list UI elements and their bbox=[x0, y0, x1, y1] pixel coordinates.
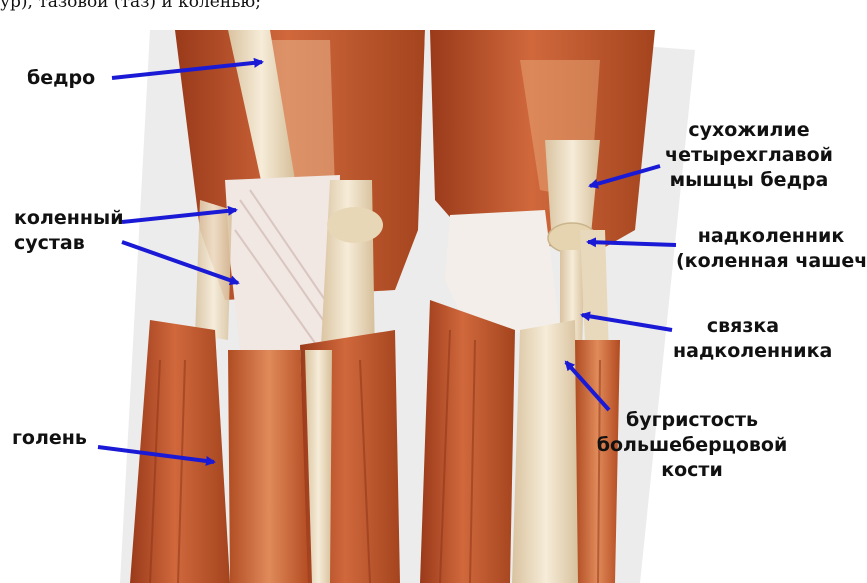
label-thigh: бедро bbox=[27, 66, 95, 91]
label-quad-tendon-line3: мышцы бедра bbox=[665, 168, 833, 193]
top-text-fragment: ур), тазовой (таз) и коленью; bbox=[0, 0, 261, 12]
label-knee-joint-line1: коленный bbox=[14, 206, 124, 231]
label-patellar-ligament-line2: надколенника bbox=[673, 339, 813, 364]
right-leg bbox=[410, 30, 695, 583]
left-leg bbox=[120, 30, 440, 583]
label-knee-joint: коленный сустав bbox=[14, 206, 124, 256]
label-tibial-tuberosity-line2: большеберцовой bbox=[594, 433, 790, 458]
label-patella-line2: (коленная чашечка) bbox=[676, 249, 866, 274]
label-quad-tendon-line1: сухожилие bbox=[665, 118, 833, 143]
label-shin: голень bbox=[12, 426, 87, 451]
label-tibial-tuberosity: бугристость большеберцовой кости bbox=[594, 408, 790, 483]
label-patella-line1: надколенник bbox=[676, 224, 866, 249]
left-side-bone-head bbox=[327, 207, 383, 243]
label-patella: надколенник (коленная чашечка) bbox=[676, 224, 866, 274]
label-tibial-tuberosity-line1: бугристость bbox=[594, 408, 790, 433]
label-knee-joint-line2: сустав bbox=[14, 231, 124, 256]
label-thigh-text: бедро bbox=[27, 66, 95, 91]
label-patellar-ligament-line1: связка bbox=[673, 314, 813, 339]
label-quad-tendon: сухожилие четырехглавой мышцы бедра bbox=[665, 118, 833, 193]
label-tibial-tuberosity-line3: кости bbox=[594, 458, 790, 483]
label-quad-tendon-line2: четырехглавой bbox=[665, 143, 833, 168]
right-shin-muscle-left bbox=[420, 300, 515, 583]
label-patellar-ligament: связка надколенника bbox=[673, 314, 813, 364]
label-shin-text: голень bbox=[12, 426, 87, 451]
left-shin-muscle-center bbox=[228, 350, 310, 583]
right-tibia bbox=[512, 320, 580, 583]
